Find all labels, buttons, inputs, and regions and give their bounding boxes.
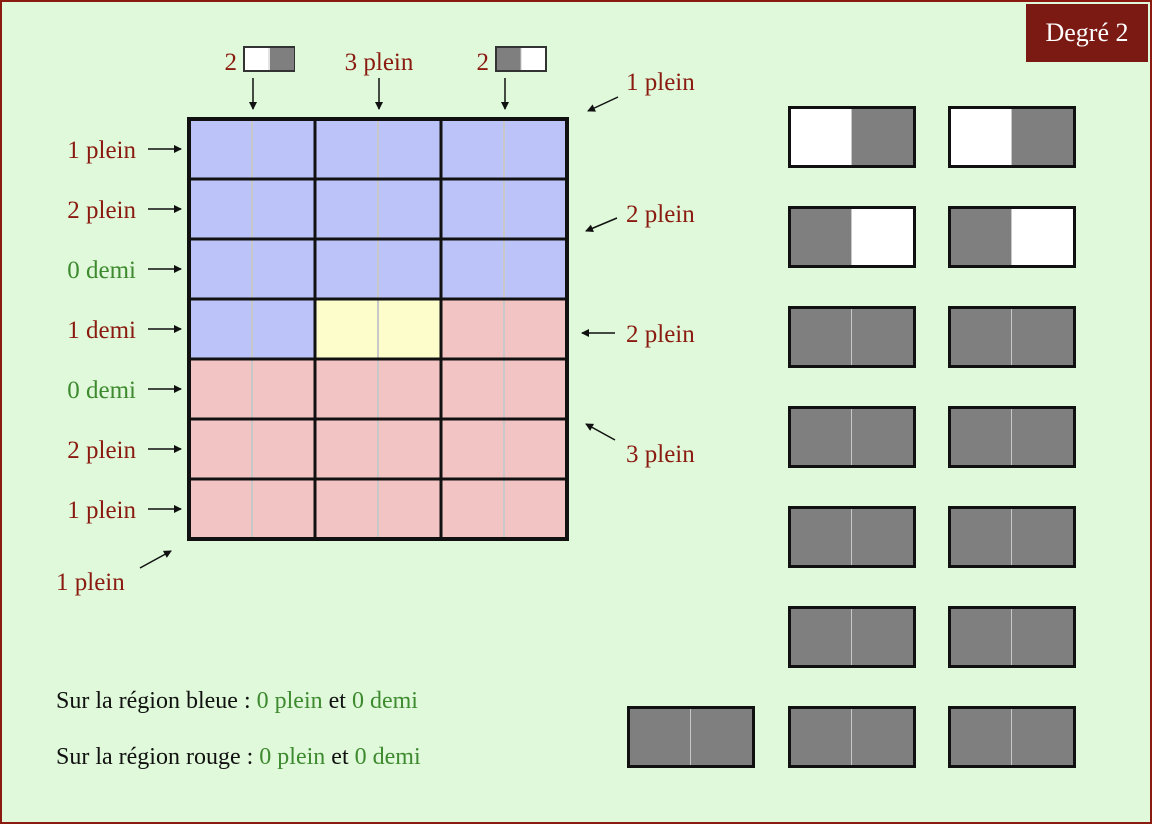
row-clue-label: 1 plein (67, 497, 136, 524)
domino-half-empty (951, 109, 1012, 165)
domino-half-filled (852, 109, 913, 165)
grid-lines (187, 117, 569, 541)
diagonal-clue-label: 1 plein (56, 569, 125, 596)
domino-half-filled (852, 509, 913, 565)
domino-piece[interactable] (788, 106, 916, 168)
domino-piece[interactable] (788, 706, 916, 768)
diagonal-clue-label: 3 plein (626, 441, 695, 468)
blue-half-count: 0 demi (351, 688, 418, 714)
top-clue-label: 3 plein (345, 49, 414, 76)
domino-half-filled (791, 309, 852, 365)
diagonal-clue-label: 1 plein (626, 69, 695, 96)
blue-summary-joiner: et (322, 688, 352, 714)
domino-right-filled-icon (243, 46, 295, 72)
domino-piece[interactable] (948, 306, 1076, 368)
domino-half-filled (630, 709, 691, 765)
clue-arrow (587, 96, 619, 112)
domino-piece[interactable] (948, 606, 1076, 668)
domino-piece[interactable] (627, 706, 755, 768)
domino-piece[interactable] (948, 406, 1076, 468)
domino-piece[interactable] (948, 106, 1076, 168)
domino-half-filled (951, 509, 1012, 565)
domino-half-filled (691, 709, 752, 765)
blue-region-summary: Sur la région bleue : 0 plein et 0 demi (56, 688, 418, 715)
domino-half-filled (1012, 409, 1073, 465)
domino-half-filled (951, 709, 1012, 765)
row-clue-label: 1 demi (67, 317, 136, 344)
row-clue-label: 0 demi (67, 377, 136, 404)
top-clue-number: 2 (477, 49, 490, 76)
domino-piece[interactable] (788, 506, 916, 568)
domino-half-filled (951, 309, 1012, 365)
domino-half-empty (791, 109, 852, 165)
domino-half-filled (1012, 609, 1073, 665)
red-full-count: 0 plein (259, 744, 326, 770)
domino-piece[interactable] (948, 706, 1076, 768)
domino-half-filled (791, 509, 852, 565)
blue-summary-label: Sur la région bleue : (56, 688, 257, 714)
domino-left-filled-icon (495, 46, 547, 72)
row-clue-label: 0 demi (67, 257, 136, 284)
domino-piece[interactable] (788, 306, 916, 368)
domino-piece[interactable] (788, 406, 916, 468)
row-clue-label: 1 plein (67, 137, 136, 164)
row-clue-label: 2 plein (67, 437, 136, 464)
domino-half-filled (1012, 309, 1073, 365)
clue-labels: 2 3 plein 2 1 plein 2 plein 0 demi 1 demi 0 dem… (56, 46, 695, 596)
diagonal-clue-label: 2 plein (626, 201, 695, 228)
row-clue-label: 2 plein (67, 197, 136, 224)
grid-border (187, 117, 569, 541)
red-half-count: 0 demi (354, 744, 421, 770)
clue-arrow (585, 217, 618, 232)
red-region-summary: Sur la région rouge : 0 plein et 0 demi (56, 744, 421, 771)
domino-half-filled (951, 409, 1012, 465)
domino-half-filled (1012, 709, 1073, 765)
top-clue-number: 2 (225, 49, 238, 76)
degree-button[interactable]: Degré 2 (1026, 4, 1148, 62)
domino-piece[interactable] (788, 206, 916, 268)
domino-half-filled (1012, 509, 1073, 565)
domino-half-filled (791, 709, 852, 765)
domino-half-filled (852, 709, 913, 765)
domino-half-filled (852, 609, 913, 665)
domino-piece[interactable] (948, 206, 1076, 268)
domino-piece[interactable] (788, 606, 916, 668)
domino-half-filled (852, 409, 913, 465)
domino-half-filled (951, 209, 1012, 265)
domino-half-empty (852, 209, 913, 265)
clue-arrow (585, 423, 616, 441)
side-clue-label: 2 plein (626, 321, 695, 348)
red-summary-joiner: et (325, 744, 355, 770)
domino-half-filled (951, 609, 1012, 665)
domino-piece[interactable] (948, 506, 1076, 568)
domino-half-filled (791, 609, 852, 665)
domino-half-filled (791, 209, 852, 265)
domino-half-filled (791, 409, 852, 465)
domino-half-empty (1012, 209, 1073, 265)
red-summary-label: Sur la région rouge : (56, 744, 260, 770)
domino-half-filled (852, 309, 913, 365)
clue-arrow (139, 550, 172, 569)
blue-full-count: 0 plein (256, 688, 323, 714)
domino-half-filled (1012, 109, 1073, 165)
